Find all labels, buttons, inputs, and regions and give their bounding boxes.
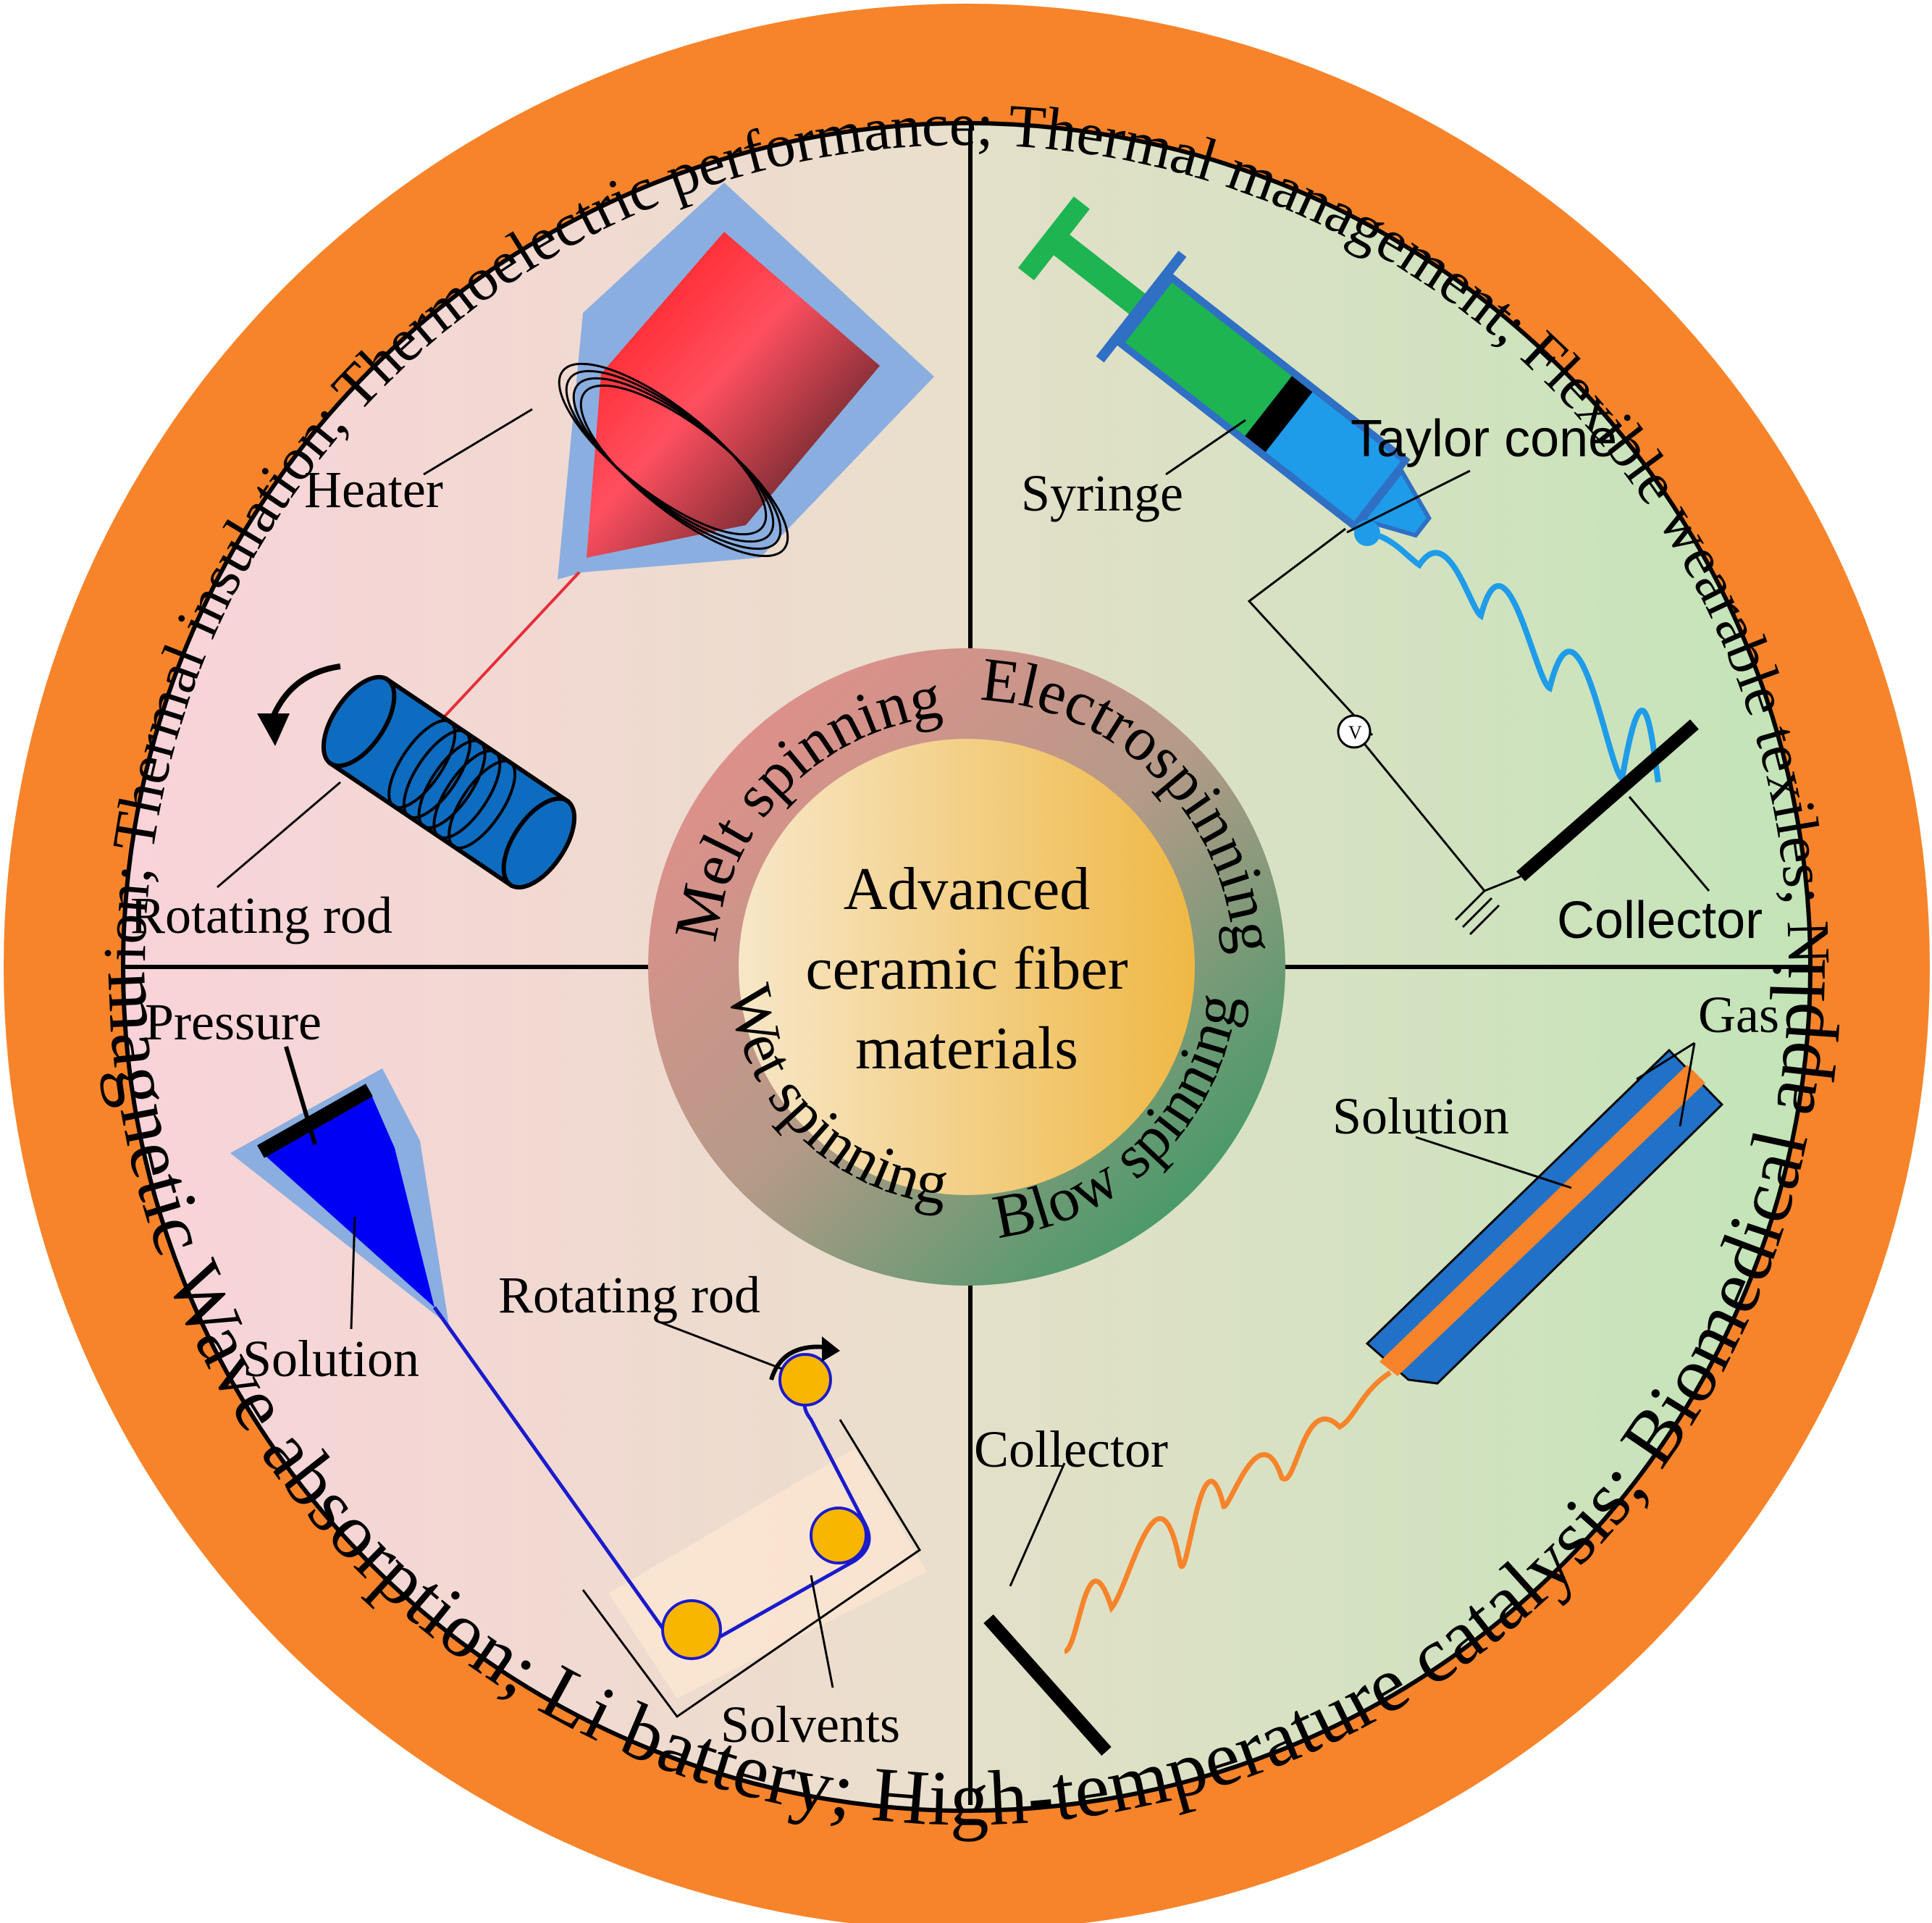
heater-chamber xyxy=(587,232,880,558)
syringe-green-fill xyxy=(1125,282,1293,437)
rod-middle xyxy=(810,1507,868,1564)
bath-outline xyxy=(581,1419,922,1719)
gas-leader-1 xyxy=(1636,1042,1695,1081)
wet-rod-label: Rotating rod xyxy=(498,1266,760,1324)
melt-spinning-illustration: Heater Rotating rod xyxy=(130,183,934,944)
syringe-blue-fill xyxy=(1265,392,1401,521)
syringe-label: Syringe xyxy=(1021,464,1183,522)
rod-top xyxy=(778,1353,832,1407)
blow-spinning-illustration: Gas Solution Collector xyxy=(974,986,1779,1756)
melt-rod-leader xyxy=(217,781,341,889)
blow-core-channel xyxy=(1379,1065,1705,1376)
wet-container xyxy=(261,1090,434,1307)
pressure-plate xyxy=(257,1084,373,1158)
center-circle xyxy=(739,739,1195,1195)
center-title-line1: Advanced xyxy=(844,855,1091,923)
wet-rod-leader xyxy=(658,1320,783,1370)
solvents-leader xyxy=(810,1575,834,1688)
syringe-leader xyxy=(1165,419,1246,476)
heater-label: Heater xyxy=(304,461,443,519)
blow-solution-leader xyxy=(1415,1136,1572,1189)
rod-bottom xyxy=(661,1599,722,1660)
syringe-plunger-stem xyxy=(1049,231,1151,319)
syringe-plunger-handle xyxy=(1017,196,1090,281)
ground-symbol xyxy=(1454,889,1500,936)
melt-rotation-arrowhead xyxy=(257,713,290,746)
blow-fiber xyxy=(1063,1370,1392,1654)
electro-collector-label: Collector xyxy=(1557,892,1763,950)
melt-rotating-rod xyxy=(321,674,577,890)
voltage-circuit xyxy=(1247,527,1374,737)
blow-solution-label: Solution xyxy=(1332,1087,1509,1145)
wet-solution-leader xyxy=(350,1216,356,1330)
blow-collector-leader xyxy=(1009,1462,1066,1587)
melt-rod-label: Rotating rod xyxy=(130,887,392,944)
center-title-line3: materials xyxy=(855,1015,1078,1082)
taylor-cone-label: Taylor cone xyxy=(1351,410,1617,468)
voltage-symbol: V xyxy=(1348,722,1362,743)
wet-solution-label: Solution xyxy=(243,1330,419,1388)
electro-collector xyxy=(1516,719,1699,881)
center-title-line2: ceramic fiber xyxy=(805,935,1127,1002)
electro-collector-leader xyxy=(1628,796,1710,892)
melt-rotation-arrow xyxy=(269,663,341,722)
syringe-nozzle xyxy=(1359,466,1432,538)
pressure-label: Pressure xyxy=(145,993,322,1051)
wet-rotation-arrow xyxy=(769,1344,826,1381)
gas-leader-2 xyxy=(1679,1042,1696,1127)
syringe-plunger-seal xyxy=(1245,376,1313,453)
heater-coil xyxy=(558,362,789,558)
taylor-leader xyxy=(1346,469,1471,534)
melt-fiber xyxy=(422,571,581,740)
electrospinning-illustration: V Syringe Taylor cone Collector xyxy=(1017,196,1763,950)
syringe-flange xyxy=(1096,251,1187,363)
heater-leader xyxy=(423,408,533,476)
wet-spinning-illustration: Pressure Solution Rotating rod Solvents xyxy=(145,993,927,1754)
blow-collector xyxy=(983,1614,1112,1756)
pressure-leader xyxy=(284,1046,317,1145)
blow-collector-label: Collector xyxy=(974,1420,1168,1478)
voltage-source xyxy=(1337,714,1372,749)
wet-rotation-arrowhead xyxy=(822,1336,840,1362)
electrospun-jet xyxy=(1378,533,1661,784)
gas-label: Gas xyxy=(1698,986,1779,1044)
solvents-label: Solvents xyxy=(721,1696,900,1754)
taylor-cone xyxy=(1354,520,1380,546)
syringe xyxy=(1017,196,1432,538)
